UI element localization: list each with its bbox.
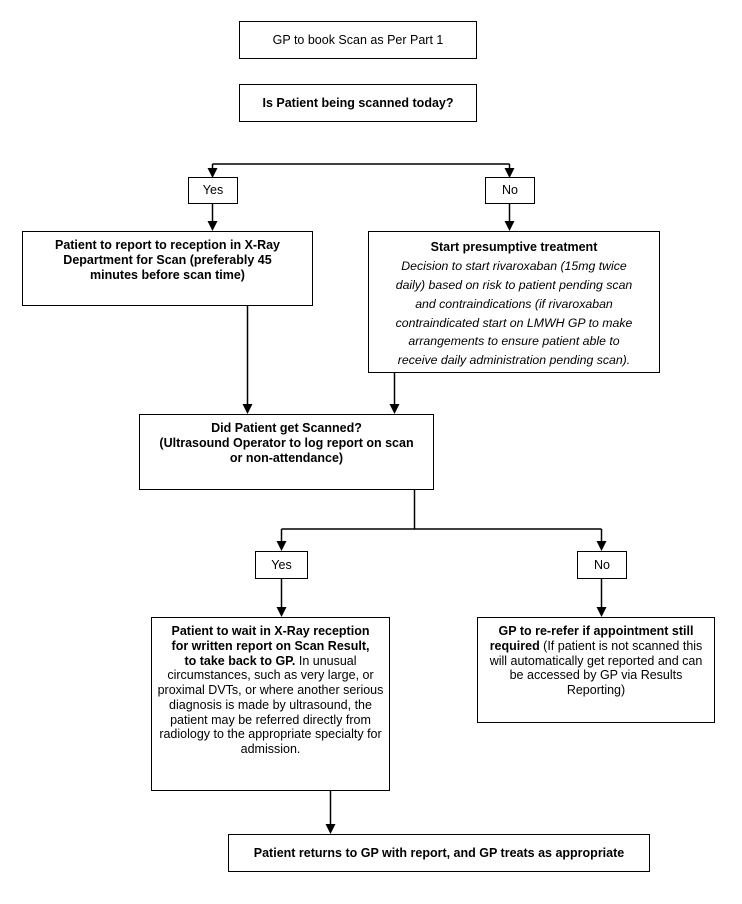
wait-bold-line-1: Patient to wait in X-Ray reception [171,624,370,638]
node-branch2-yes-label: Yes [271,557,292,572]
node-question-scanned-today-label: Is Patient being scanned today? [262,95,454,110]
node-branch1-yes-label: Yes [202,183,224,198]
arrowhead-to-yes-2 [276,541,287,551]
node-branch1-yes[interactable]: Yes [188,177,238,204]
node-end[interactable]: Patient returns to GP with report, and G… [228,834,650,872]
node-branch2-no[interactable]: No [577,551,627,579]
rerefer-bold-line-2: required [489,638,540,653]
reception-line-1: Patient to report to reception in X-Ray [54,238,281,252]
rerefer-rest-text: (If patient is not scanned this will aut… [489,638,703,697]
wait-bold-line-3: to take back to GP. [184,653,296,668]
node-question-scanned-today[interactable]: Is Patient being scanned today? [239,84,477,122]
node-end-label: Patient returns to GP with report, and G… [253,845,625,860]
node-question-did-get-scanned-text: Did Patient get Scanned? (Ultrasound Ope… [140,415,433,465]
arrowhead-to-reception [207,221,218,231]
arrowhead-to-no-2 [596,541,607,551]
node-question-did-get-scanned[interactable]: Did Patient get Scanned? (Ultrasound Ope… [139,414,434,490]
reception-line-2: Department for Scan (preferably 45 [63,252,272,267]
rerefer-bold-line-1: GP to re-refer if appointment still [498,624,694,638]
arrowhead-scancheck-left [242,404,253,414]
node-branch2-no-label: No [594,557,610,572]
node-branch1-no[interactable]: No [485,177,535,204]
wait-bold-line-2: for written report on Scan Result, [171,638,370,653]
node-start[interactable]: GP to book Scan as Per Part 1 [239,21,477,59]
arrowhead-to-treatment [504,221,515,231]
node-branch1-no-label: No [502,183,518,198]
treatment-body-line-6: receive daily administration pending sca… [397,353,631,368]
scancheck-heading: Did Patient get Scanned? [211,421,362,435]
scancheck-sub-line-1: (Ultrasound Operator to log report on sc… [159,435,414,450]
arrowhead-to-rerefer [596,607,607,617]
treatment-body-line-1: Decision to start rivaroxaban (15mg twic… [401,258,627,273]
treatment-body-line-5: arrangements to ensure patient able to [408,334,620,349]
node-start-label: GP to book Scan as Per Part 1 [272,32,444,47]
treatment-body-line-3: and contraindications (if rivaroxaban [415,296,613,311]
treatment-body-line-2: daily) based on risk to patient pending … [395,277,633,292]
node-report-to-reception-text: Patient to report to reception in X-Ray … [23,232,312,282]
arrowhead-to-wait [276,607,287,617]
node-presumptive-treatment-text: Start presumptive treatment Decision to … [369,232,659,370]
arrowhead-to-end [325,824,336,834]
arrowhead-scancheck-right [389,404,400,414]
wait-rest-text: In unusual circumstances, such as very l… [157,653,384,757]
scancheck-sub-line-2: or non-attendance) [229,450,344,465]
reception-line-3: minutes before scan time) [90,267,245,282]
node-branch2-yes[interactable]: Yes [255,551,308,579]
node-presumptive-treatment[interactable]: Start presumptive treatment Decision to … [368,231,660,373]
node-report-to-reception[interactable]: Patient to report to reception in X-Ray … [22,231,313,306]
treatment-heading: Start presumptive treatment [430,240,598,254]
treatment-body-line-4: contraindicated start on LMWH GP to make [395,315,633,330]
